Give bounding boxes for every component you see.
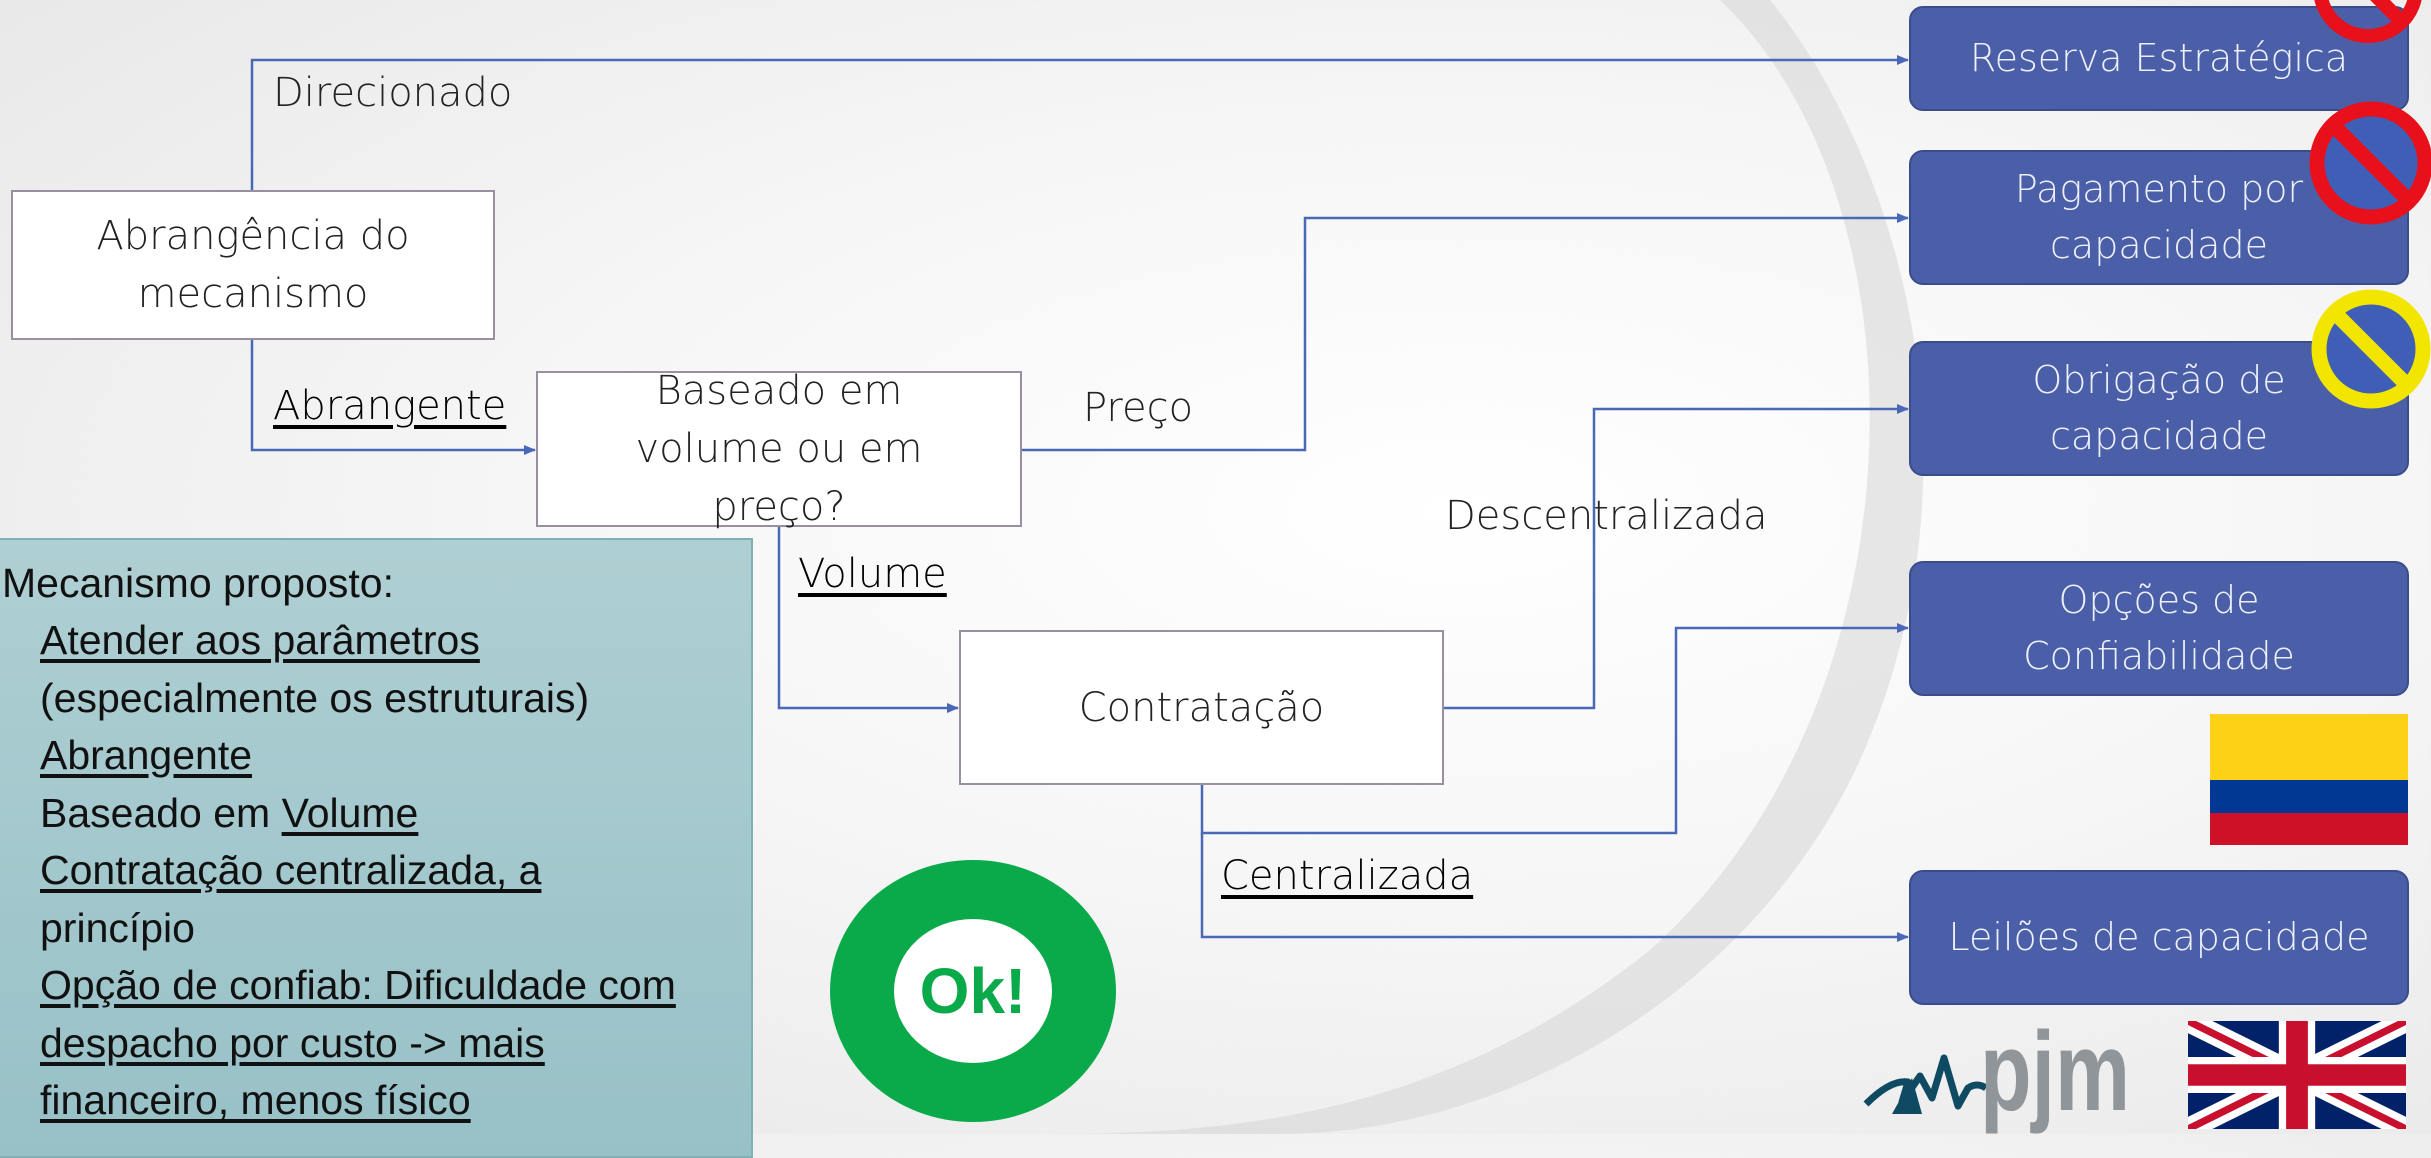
edge-volume (777, 527, 959, 713)
option-reserva-estrategica: Reserva Estratégica (1909, 6, 2409, 111)
label-preco: Preço (1083, 385, 1194, 431)
option-opcoes-confiabilidade: Opções de Confiabilidade (1909, 561, 2409, 696)
edge-direcionado (250, 55, 1909, 190)
option-label: Opções de Confiabilidade (2023, 578, 2295, 678)
option-label: Obrigação de capacidade (2032, 358, 2286, 458)
prohibited-yellow-icon (2311, 289, 2431, 409)
edge-abrangente (250, 340, 536, 455)
colombia-flag-icon (2210, 714, 2408, 845)
edge-centralizada-opcoes (1200, 623, 1909, 835)
node-contratacao-text: Contratação (1078, 684, 1325, 731)
panel-item: princípio (40, 904, 195, 951)
panel-item: financeiro, menos físico (40, 1077, 471, 1123)
node-abrangencia-text: Abrangência do mecanismo (96, 213, 410, 317)
label-descentralizada: Descentralizada (1445, 493, 1768, 539)
edge-preco (1022, 213, 1909, 452)
pjm-logo: pjm (1863, 1018, 2130, 1134)
connector-lines (250, 55, 1909, 942)
panel-item: Abrangente (40, 732, 253, 778)
panel-title: Mecanismo proposto: (2, 560, 394, 606)
node-baseado-text: Baseado em volume ou em preço? (635, 368, 923, 530)
label-abrangente: Abrangente (273, 383, 507, 429)
edge-descentralizada (1444, 404, 1909, 710)
panel-item: Contratação centralizada, a (40, 847, 542, 893)
panel-item: Atender aos parâmetros (40, 617, 480, 663)
ok-badge: Ok! (830, 860, 1116, 1122)
node-baseado: Baseado em volume ou em preço? (536, 368, 1022, 530)
option-label: Leilões de capacidade (1948, 914, 2370, 959)
prohibited-red-icon (2314, 0, 2422, 43)
panel-item: despacho por custo -> mais (40, 1019, 545, 1066)
node-contratacao: Contratação (959, 630, 1444, 785)
node-abrangencia: Abrangência do mecanismo (11, 190, 495, 340)
panel-item: Opção de confiab: Dificuldade com (40, 962, 676, 1008)
proposed-mechanism-panel: Mecanismo proposto: Atender aos parâmetr… (0, 538, 753, 1158)
option-leiloes-capacidade: Leilões de capacidade (1909, 870, 2409, 1005)
panel-item: Baseado em Volume (40, 789, 419, 836)
ok-badge-text: Ok! (894, 919, 1052, 1063)
prohibited-red-icon (2309, 101, 2431, 225)
label-volume: Volume (798, 551, 947, 597)
pjm-logo-text: pjm (1980, 1018, 2130, 1134)
label-centralizada: Centralizada (1221, 853, 1474, 899)
panel-item: (especialmente os estruturais) (40, 674, 590, 721)
option-label: Reserva Estratégica (1969, 35, 2349, 80)
edge-centralizada-leiloes (1200, 833, 1909, 942)
uk-flag-icon (2188, 1021, 2406, 1129)
option-label: Pagamento por capacidade (2014, 167, 2304, 267)
label-direcionado: Direcionado (273, 70, 513, 116)
panel-list: Atender aos parâmetros (especialmente os… (2, 612, 751, 1130)
